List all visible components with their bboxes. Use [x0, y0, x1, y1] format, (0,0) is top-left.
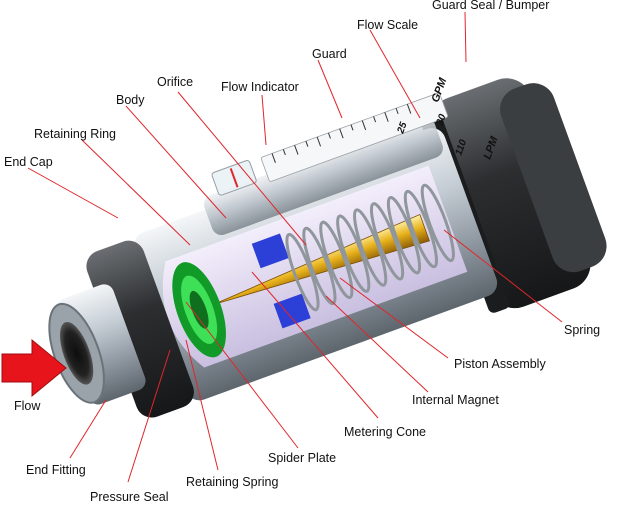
flow-scale-plate	[260, 92, 449, 182]
left-end-cap	[86, 240, 194, 418]
label-spider-plate: Spider Plate	[268, 451, 336, 465]
label-flow: Flow	[14, 399, 41, 413]
label-retaining-ring: Retaining Ring	[34, 127, 116, 141]
leader-flow-scale	[369, 29, 421, 119]
label-body: Body	[116, 93, 145, 107]
leader-guard-seal	[464, 11, 467, 63]
spring-coils	[285, 183, 455, 312]
leader-lines	[27, 11, 563, 483]
leader-pressure-seal	[127, 349, 171, 483]
flow-arrow	[1, 338, 67, 398]
flow-indicator-shape	[211, 160, 257, 196]
label-end-fitting: End Fitting	[26, 463, 86, 477]
spider-plate-shape	[172, 262, 226, 358]
scale-tick-110: 110	[453, 138, 469, 157]
leader-guard	[317, 59, 343, 119]
leader-orifice	[177, 91, 307, 246]
leader-body	[125, 105, 227, 219]
leader-piston-assembly	[339, 277, 449, 359]
leader-internal-magnet	[325, 295, 429, 393]
leader-spider-plate	[185, 301, 299, 449]
label-end-cap: End Cap	[4, 155, 53, 169]
flow-meter-illustration	[48, 78, 607, 418]
label-retaining-spring: Retaining Spring	[186, 475, 278, 489]
label-guard: Guard	[312, 47, 347, 61]
internal-magnet-shape	[251, 233, 289, 269]
label-pressure-seal: Pressure Seal	[90, 490, 169, 504]
guard-shell	[203, 117, 443, 236]
label-orifice: Orifice	[157, 75, 193, 89]
leader-retaining-spring	[185, 339, 219, 471]
leader-flow-indicator	[261, 94, 267, 146]
scale-tick-25: 25	[395, 120, 410, 136]
label-metering-cone: Metering Cone	[344, 425, 426, 439]
label-internal-magnet: Internal Magnet	[412, 393, 499, 407]
leader-end-cap	[27, 167, 119, 219]
end-fitting-shape	[48, 284, 146, 405]
label-guard-seal: Guard Seal / Bumper	[432, 0, 549, 12]
callout-labels: Guard Seal / Bumper Flow Scale Guard Ori…	[4, 0, 600, 504]
label-flow-indicator: Flow Indicator	[221, 80, 299, 94]
leader-metering-cone	[251, 271, 379, 419]
label-spring: Spring	[564, 323, 600, 337]
internal-magnet-shape-lower	[273, 293, 311, 329]
label-flow-scale: Flow Scale	[357, 18, 418, 32]
leader-end-fitting	[69, 399, 107, 459]
leader-retaining-ring	[81, 139, 191, 246]
label-piston-assembly: Piston Assembly	[454, 357, 546, 371]
leader-spring	[443, 229, 563, 323]
scale-tick-30: 30	[434, 112, 448, 127]
